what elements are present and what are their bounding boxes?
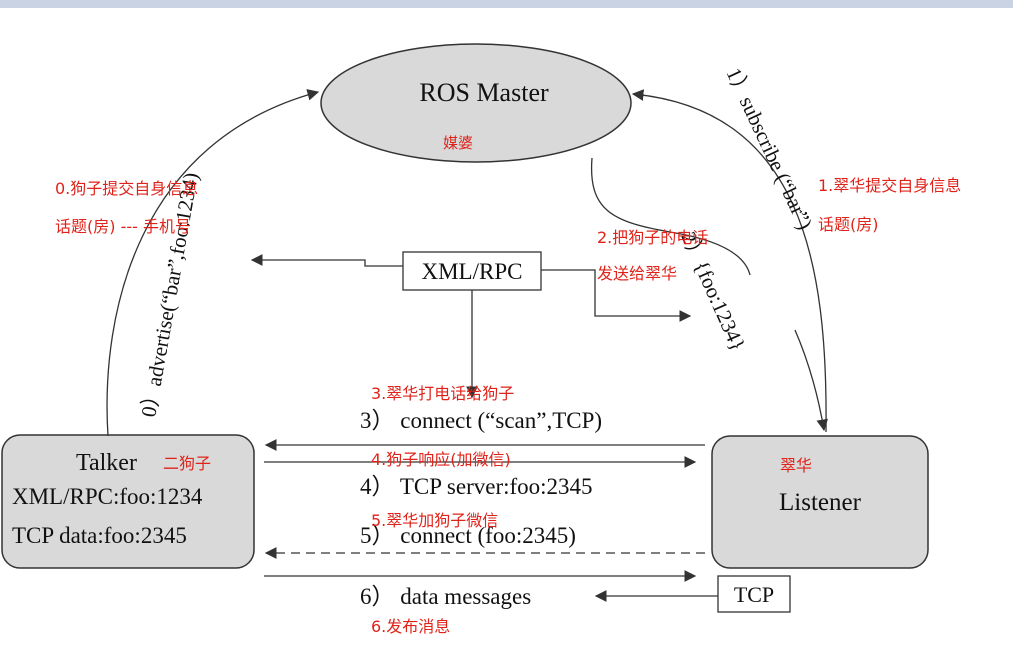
- listener-note: 翠华: [780, 456, 812, 475]
- listener-node: [711, 435, 929, 569]
- step0-note-line1: 0.狗子提交自身信息: [55, 179, 198, 198]
- step2-note-line2: 发送给翠华: [597, 264, 677, 283]
- tcp-box-label: TCP: [734, 582, 774, 607]
- listener-title: Listener: [779, 489, 862, 516]
- reply-curve-tail: [794, 329, 828, 432]
- talker-title: Talker: [76, 450, 137, 476]
- tcp-box: [717, 575, 791, 613]
- subscribe-arrow: [631, 89, 827, 433]
- advertise-label: 0）advertise(“bar”,foo:1234): [136, 171, 203, 419]
- step2-note-line1: 2.把狗子的电话: [597, 228, 708, 247]
- step1-note-line1: 1.翠华提交自身信息: [818, 176, 961, 195]
- ros-master-node: [320, 43, 632, 163]
- reply-label: 2）{foo:1234}: [676, 228, 750, 354]
- xmlrpc-to-talker-arrow: [250, 254, 403, 267]
- talker-note: 二狗子: [163, 454, 211, 473]
- step1-note-line2: 话题(房): [818, 215, 879, 234]
- step0-note-line2: 话题(房) --- 手机号: [55, 217, 191, 236]
- connect-tcp-label: 5） connect (foo:2345): [360, 523, 576, 548]
- step4-note: 4.狗子响应(加微信): [371, 450, 511, 469]
- subscribe-label: 1）subscribe (“bar”): [721, 64, 817, 233]
- step5-note: 5.翠华加狗子微信: [371, 511, 498, 530]
- connect-rpc-label: 3） connect (“scan”,TCP): [360, 408, 602, 433]
- xmlrpc-to-listener-arrow: [541, 269, 692, 322]
- step6-note: 6.发布消息: [371, 617, 450, 636]
- window-top-bar: [0, 0, 1013, 8]
- ros-master-note: 媒婆: [443, 134, 473, 152]
- xmlrpc-box-label: XML/RPC: [422, 259, 523, 284]
- tcp-server-label: 4） TCP server:foo:2345: [360, 474, 593, 499]
- talker-xmlrpc-address: XML/RPC:foo:1234: [12, 484, 203, 509]
- master-reply-curve: [590, 157, 751, 276]
- talker-tcp-address: TCP data:foo:2345: [12, 523, 187, 548]
- ros-master-title: ROS Master: [419, 78, 549, 107]
- talker-node: [1, 434, 255, 569]
- advertise-arrow: [106, 89, 320, 437]
- step3-note: 3.翠华打电话给狗子: [371, 384, 514, 403]
- data-messages-label: 6） data messages: [360, 584, 531, 609]
